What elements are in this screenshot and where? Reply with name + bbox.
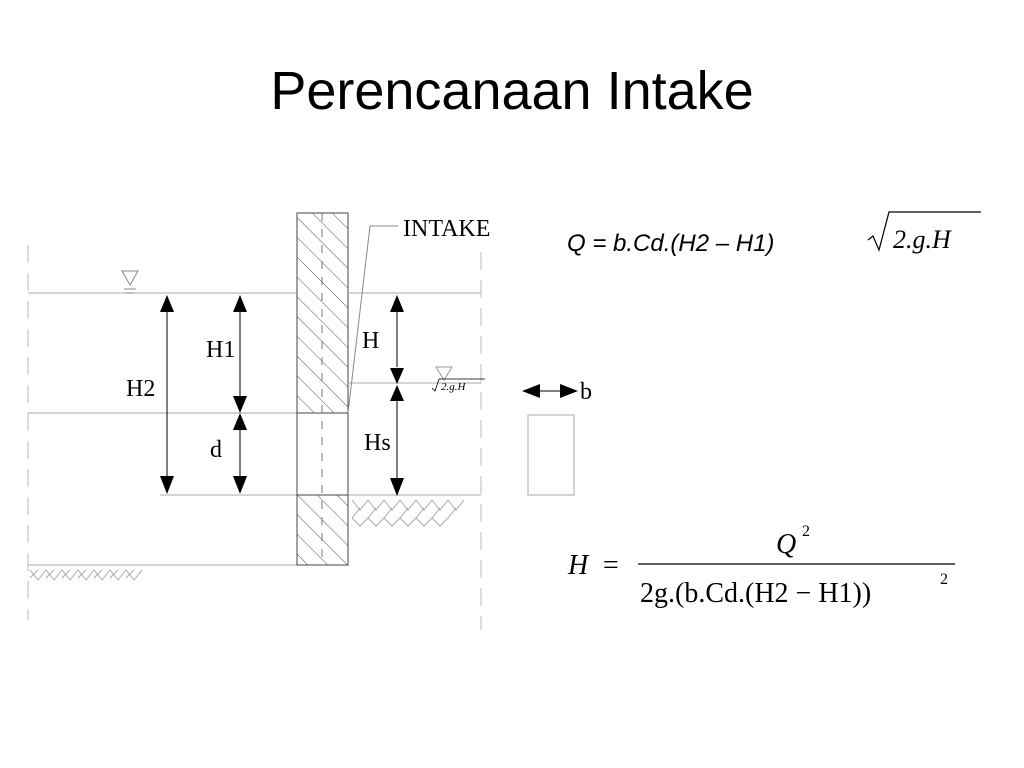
discharge-radicand: 2.g.H	[893, 225, 952, 254]
discharge-formula: Q = b.Cd.(H2 – H1) 2.g.H	[567, 211, 981, 257]
head-formula-lhs: H	[567, 550, 590, 581]
page-title: Perencanaan Intake	[270, 61, 754, 121]
head-formula: H = Q 2 2g.(b.Cd.(H2 − H1)) 2	[567, 523, 955, 609]
head-formula-denominator-exp: 2	[940, 571, 948, 588]
b-label: b	[580, 379, 592, 405]
intake-leader-line	[347, 225, 398, 414]
h1-label: H1	[206, 337, 235, 363]
hs-label: Hs	[364, 430, 391, 456]
head-formula-numerator-exp: 2	[802, 523, 810, 540]
small-velocity-formula: 2.g.H	[431, 378, 485, 393]
h2-dimension-arrow	[160, 295, 174, 494]
d-dimension-arrow	[233, 413, 247, 494]
h-dimension-arrow	[390, 295, 404, 384]
water-level-symbol	[121, 270, 139, 294]
h1-dimension-arrow	[233, 295, 247, 413]
sqrt-symbol	[867, 211, 981, 252]
h-label: H	[362, 328, 379, 354]
small-formula-text: 2.g.H	[441, 381, 467, 393]
soil-hatch-left	[29, 569, 143, 581]
head-formula-denominator: 2g.(b.Cd.(H2 − H1))	[640, 578, 871, 609]
d-label: d	[210, 437, 222, 463]
b-dimension-arrow	[522, 384, 578, 398]
soil-hatch-right	[351, 499, 465, 527]
head-formula-numerator: Q	[776, 529, 796, 560]
hs-dimension-arrow	[390, 385, 404, 496]
head-formula-equals: =	[603, 550, 619, 581]
downstream-water-level-symbol	[435, 366, 453, 381]
intake-label: INTAKE	[403, 216, 490, 242]
h2-label: H2	[126, 376, 155, 402]
discharge-formula-lhs: Q = b.Cd.(H2 – H1)	[567, 230, 774, 257]
opening-section	[527, 414, 575, 496]
